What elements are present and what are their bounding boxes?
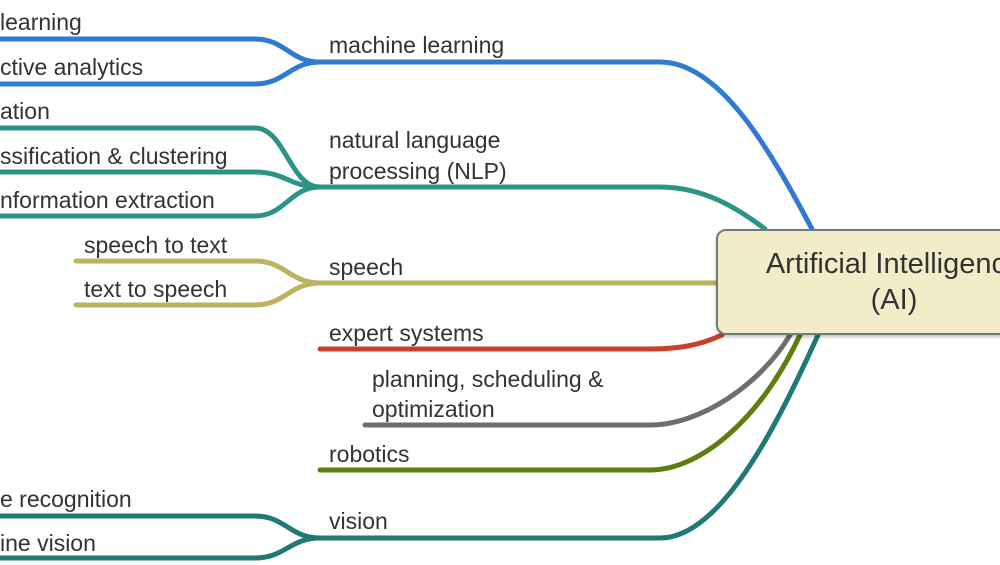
topic-expert-systems[interactable]: expert systems xyxy=(329,320,484,346)
subtopic-image-recognition[interactable]: e recognition xyxy=(0,486,132,512)
connector-expert-systems xyxy=(317,332,725,352)
central-topic-line-2: (AI) xyxy=(870,284,918,316)
subtopic-classification-clustering[interactable]: ssification & clustering xyxy=(0,143,228,169)
connector-nlp xyxy=(317,184,768,232)
topic-nlp-line-2[interactable]: processing (NLP) xyxy=(329,158,507,184)
topic-nlp-line-1[interactable]: natural language xyxy=(329,127,501,153)
topic-planning-line-2[interactable]: optimization xyxy=(372,396,495,422)
central-topic-line-1: Artificial Intelligence xyxy=(765,248,1000,280)
subtopic-text-to-speech[interactable]: text to speech xyxy=(84,276,228,302)
topic-robotics[interactable]: robotics xyxy=(329,441,410,467)
connector-planning xyxy=(362,332,793,428)
connector-nlp-child-3 xyxy=(0,184,323,219)
connector-robotics xyxy=(317,332,803,473)
topic-vision[interactable]: vision xyxy=(329,508,388,534)
subtopic-nlp-translation[interactable]: ation xyxy=(0,98,50,124)
subtopic-speech-to-text[interactable]: speech to text xyxy=(84,232,228,258)
topic-planning-line-1[interactable]: planning, scheduling & xyxy=(372,366,604,392)
connector-vision-child-2 xyxy=(0,535,323,561)
subtopic-information-extraction[interactable]: nformation extraction xyxy=(0,187,215,213)
central-topic-box[interactable] xyxy=(716,229,1000,335)
subtopic-machine-vision[interactable]: ine vision xyxy=(0,530,96,556)
connector-vision xyxy=(317,332,821,541)
connector-speech-child-2 xyxy=(73,280,323,308)
topic-speech[interactable]: speech xyxy=(329,254,404,280)
connector-machine-learning xyxy=(317,59,815,232)
subtopic-learning[interactable]: learning xyxy=(0,9,82,35)
subtopic-predictive-analytics[interactable]: ctive analytics xyxy=(0,54,144,80)
central-topic-label: Artificial Intelligence (AI) xyxy=(748,246,1000,318)
topic-machine-learning[interactable]: machine learning xyxy=(329,32,505,58)
connector-machine-learning-child-2 xyxy=(0,59,323,87)
